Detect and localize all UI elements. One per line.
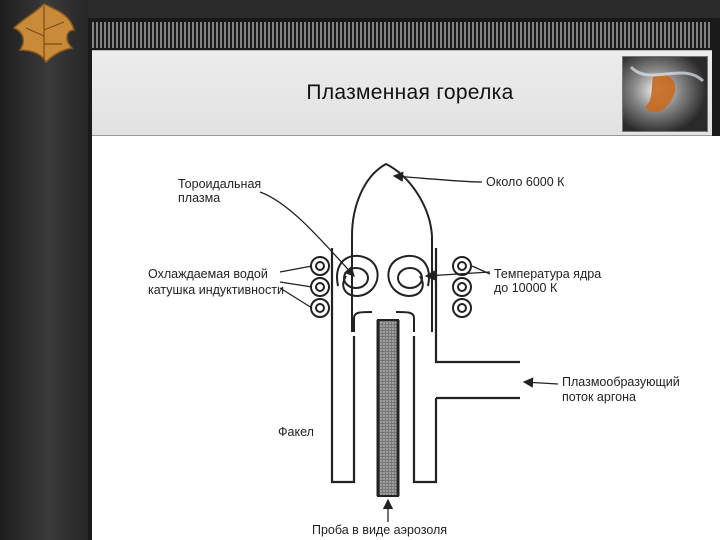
slide-title: Плазменная горелка: [200, 81, 620, 105]
leader-coil-3: [280, 288, 312, 308]
plasma-flame-outline: [352, 164, 432, 332]
label-toroidal-1: Тороидальная: [178, 177, 261, 191]
label-core-2: до 10000 К: [494, 281, 558, 295]
leader-coil-2: [280, 282, 312, 287]
label-core-1: Температура ядра: [494, 267, 601, 281]
label-coil-2: катушка индуктивности: [148, 283, 284, 297]
label-torch: Факел: [278, 425, 314, 439]
dotted-border: [92, 22, 712, 48]
left-decor-strip: [0, 0, 88, 540]
central-injector: [378, 320, 398, 496]
label-aerosol: Проба в виде аэрозоля: [312, 523, 447, 537]
coil-right: [453, 257, 471, 317]
label-argon-1: Плазмообразующий: [562, 375, 680, 389]
coil-left: [311, 257, 329, 317]
diagram-area: Тороидальная плазма Около 6000 К Охлажда…: [92, 136, 720, 540]
autumn-leaf-icon: [4, 0, 84, 64]
leader-argon: [524, 382, 558, 384]
plasma-torch-diagram: Тороидальная плазма Около 6000 К Охлажда…: [92, 136, 720, 540]
label-temp-top: Около 6000 К: [486, 175, 565, 189]
toroid-right: [388, 256, 429, 296]
label-argon-2: поток аргона: [562, 390, 636, 404]
toroid-left: [337, 256, 378, 296]
leader-coil-1: [280, 266, 312, 272]
label-coil-1: Охлаждаемая водой: [148, 267, 268, 281]
label-toroidal-2: плазма: [178, 191, 220, 205]
decorative-image: [622, 56, 708, 132]
